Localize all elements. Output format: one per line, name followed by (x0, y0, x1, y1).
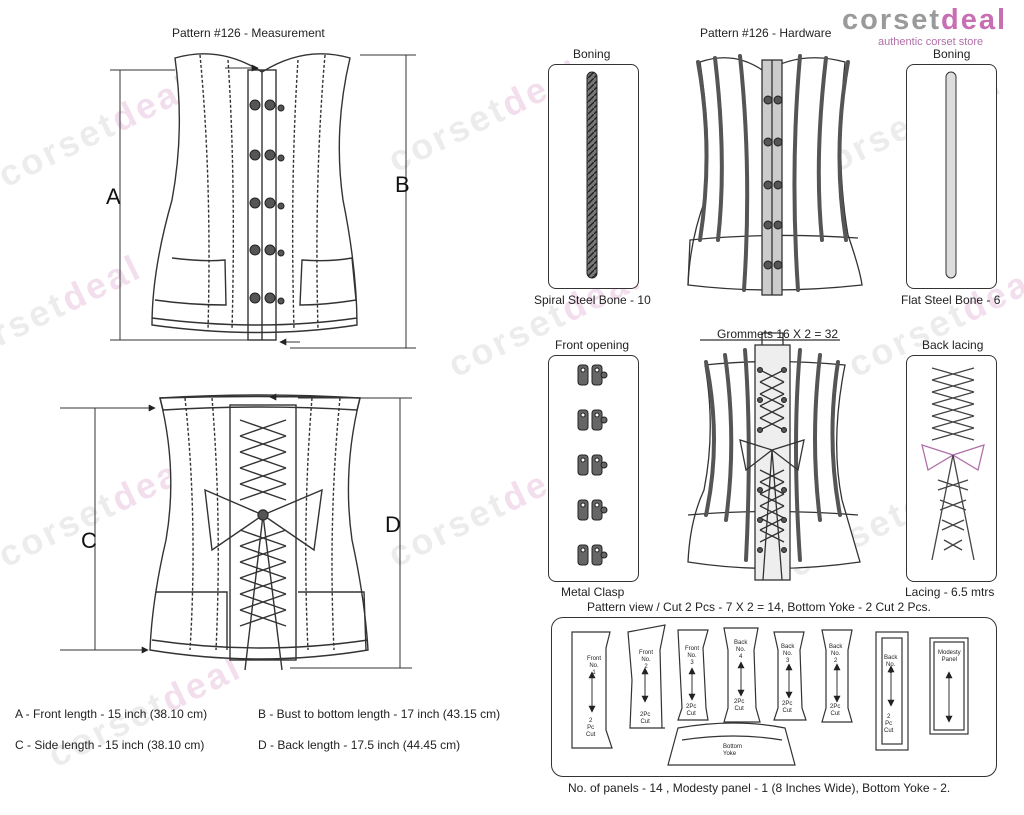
piece-num: No. 3 (783, 651, 793, 664)
spiral-bone-caption: Spiral Steel Bone - 10 (534, 293, 651, 307)
boning-left-title: Boning (573, 47, 611, 61)
piece-name: Front (685, 646, 700, 652)
piece-name: Modesty (938, 650, 961, 656)
yoke-label: Bottom Yoke (723, 744, 743, 757)
piece-cut: 2Pc (686, 704, 697, 710)
piece-num: No. 2 (641, 657, 651, 670)
piece-num: No. 1 (589, 663, 599, 676)
front-opening-title: Front opening (555, 338, 630, 352)
measurement-c: C - Side length - 15 inch (38.10 cm) (15, 738, 205, 752)
piece-name: Front (639, 650, 654, 656)
pattern-view-header: Pattern view / Cut 2 Pcs - 7 X 2 = 14, B… (587, 600, 931, 614)
front-corset-drawing (151, 53, 358, 341)
piece-name: Back (734, 640, 748, 646)
label-a: A (106, 184, 121, 209)
piece-num: No. 3 (687, 653, 697, 666)
piece-name: Back (829, 644, 843, 650)
piece-cut2: Cut (734, 706, 744, 712)
pattern-pieces (571, 624, 969, 766)
pattern-view-footer: No. of panels - 14 , Modesty panel - 1 (… (568, 781, 951, 795)
piece-cut2: Cut (782, 708, 792, 714)
back-lacing-title: Back lacing (922, 338, 984, 352)
flat-bone (945, 71, 957, 279)
label-c: C (81, 528, 97, 553)
flat-bone-caption: Flat Steel Bone - 6 (901, 293, 1001, 307)
hardware-front-corset (687, 54, 863, 296)
back-lacing (921, 367, 985, 561)
spiral-bone (586, 71, 598, 279)
grain-arrows (588, 661, 953, 723)
piece-cut2: Cut (830, 711, 840, 717)
piece-cut2: Cut (686, 711, 696, 717)
piece-num: No. 1 (886, 662, 896, 675)
back-dimension-lines (60, 393, 412, 669)
label-d: D (385, 512, 401, 537)
brand-tagline: authentic corset store (878, 36, 984, 48)
piece-cut2: Cut (884, 728, 894, 734)
piece-cut2: Cut (640, 719, 650, 725)
piece-name: Back (781, 644, 795, 650)
piece-name: Front (587, 656, 602, 662)
piece-cut: 2Pc (830, 704, 841, 710)
boning-right-title: Boning (933, 47, 971, 61)
piece-cut2: Cut (586, 732, 596, 738)
label-b: B (395, 172, 410, 197)
lacing-caption: Lacing - 6.5 mtrs (905, 585, 995, 599)
piece-cut: 2Pc (734, 699, 745, 705)
brand-logo: corsetdeal (842, 4, 1008, 36)
measurement-b: B - Bust to bottom length - 17 inch (43.… (258, 707, 501, 721)
piece-cut: 2Pc (782, 701, 793, 707)
metal-clasp-caption: Metal Clasp (561, 585, 625, 599)
front-dimension-lines (110, 54, 416, 349)
measurement-title: Pattern #126 - Measurement (172, 26, 325, 40)
piece-num: Panel (941, 657, 958, 663)
back-corset-drawing (149, 394, 369, 671)
piece-name: Back (884, 655, 898, 661)
hardware-back-corset (687, 332, 861, 581)
piece-cut: 2 Pc (885, 714, 893, 727)
hardware-title: Pattern #126 - Hardware (700, 26, 832, 40)
metal-clasps (577, 364, 608, 566)
piece-cut: 2 Pc (587, 718, 595, 731)
measurement-a: A - Front length - 15 inch (38.10 cm) (15, 707, 208, 721)
piece-num: No. 4 (736, 647, 746, 660)
piece-num: No. 2 (831, 651, 841, 664)
grommets-label: Grommets 16 X 2 = 32 (717, 327, 839, 341)
measurement-d: D - Back length - 17.5 inch (44.45 cm) (258, 738, 461, 752)
piece-cut: 2Pc (640, 712, 651, 718)
